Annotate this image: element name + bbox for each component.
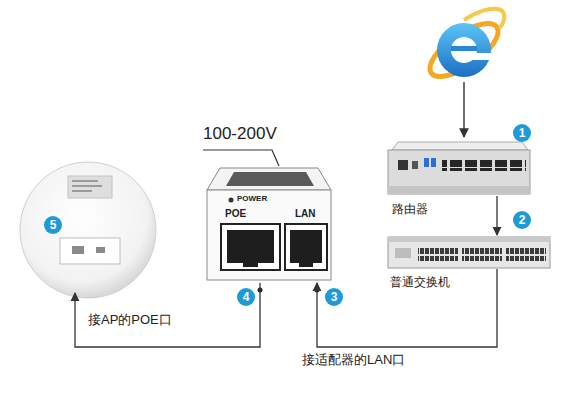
access-point [72,185,102,187]
poe-adapter [285,224,327,270]
router-device [388,150,530,194]
poe-adapter [227,230,274,263]
cable-label: 接AP的POE口 [88,312,172,328]
access-point [96,247,105,253]
access-point [72,180,98,182]
browser-logo [422,9,506,86]
ap-box: 5 [18,163,160,293]
browser-logo [451,46,477,51]
browser-logo [437,23,491,77]
poe-adapter [229,198,234,203]
router-device [424,158,429,167]
router-device [398,160,408,170]
switch-device [418,246,458,261]
access-point [72,246,84,254]
callout-number: 5 [44,216,62,234]
router-device [392,142,528,150]
switch-device [506,246,546,261]
access-point [72,190,92,192]
cable-connector [75,283,260,347]
poe-adapter [226,172,314,186]
callout-number: 1 [513,124,531,142]
switch-device [462,246,502,261]
browser-logo [422,14,506,86]
cable-label: 接适配器的LAN口 [302,352,405,368]
callout-number: 4 [237,288,255,306]
browser-logo [464,9,504,28]
switch-device [388,237,550,268]
switch-device [388,237,550,268]
switch-device [388,237,550,242]
cable-connector [317,269,497,347]
browser-logo [464,53,494,60]
switch-box: 普通交换机 [388,235,550,269]
access-point [20,162,156,298]
node-label: LAN [295,208,316,220]
poe-adapter [290,230,322,263]
node-label: 普通交换机 [390,275,450,289]
router-device [388,186,530,194]
cable-connector [496,196,497,235]
node-label: POE [225,208,246,220]
access-point [60,238,120,264]
switch-device [395,248,411,258]
router-device [442,160,526,171]
poe-adapter [221,224,280,270]
poe-adapter [299,262,313,267]
callout-number: 3 [325,288,343,306]
voltage-label: 100-200V [203,124,277,144]
poe-adapter [243,262,258,267]
router-device [388,142,530,194]
callout-number: 2 [513,211,531,229]
poe-adapter [207,190,331,280]
access-point [20,162,156,298]
poe-adapter [203,150,331,293]
poe-adapter [207,168,331,190]
internet-arrow [463,82,464,137]
node-label: POWER [237,194,267,204]
poe-adapter [203,150,279,166]
router-device [431,158,436,167]
router-device [412,161,418,169]
router-box: 路由器 [388,140,532,196]
node-label: 路由器 [392,202,428,216]
adapter-box: POWER POE LAN [205,165,333,283]
access-point [68,176,112,198]
